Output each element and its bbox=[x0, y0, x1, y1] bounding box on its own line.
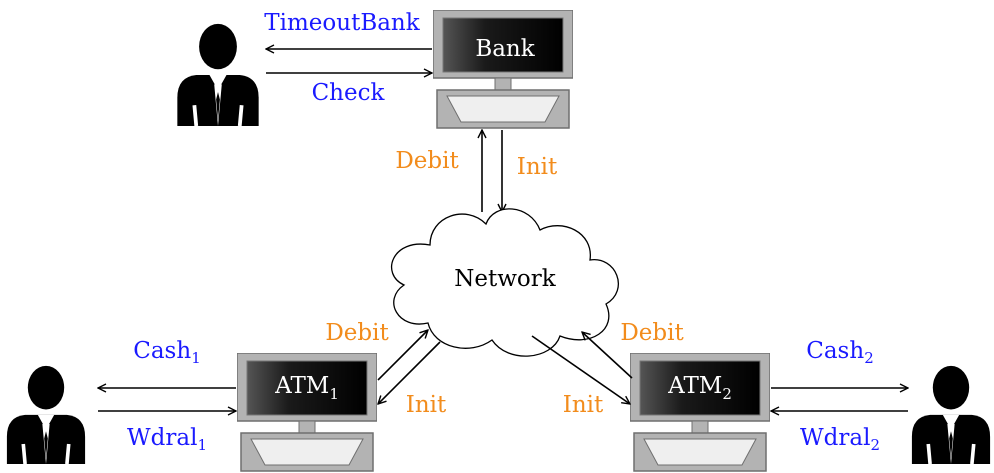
atm1-wdral-label: Wdral1 bbox=[127, 425, 207, 454]
bank-init-label: Init bbox=[517, 154, 558, 180]
bank-debit-label: Debit bbox=[395, 148, 459, 174]
atm1-computer-icon bbox=[237, 353, 377, 472]
atm2-debit-label: Debit bbox=[620, 320, 684, 346]
atm1-user-person-icon bbox=[5, 364, 87, 464]
atm1-debit-arrow bbox=[377, 330, 428, 381]
atm1-init-label: Init bbox=[406, 392, 447, 418]
atm2-init-arrow bbox=[531, 335, 630, 404]
atm2-label: ATM2 bbox=[667, 373, 732, 403]
atm1-label: ATM1 bbox=[274, 373, 339, 403]
atm2-user-person-icon bbox=[910, 364, 992, 464]
atm2-cash-label: Cash2 bbox=[806, 338, 873, 367]
atm2-computer-icon bbox=[630, 353, 770, 472]
bank-label: Bank bbox=[475, 36, 535, 62]
atm1-init-arrow bbox=[378, 341, 441, 404]
check-label: Check bbox=[312, 80, 386, 106]
bank-computer-icon: Bank bbox=[433, 10, 573, 129]
timeoutbank-label: TimeoutBank bbox=[264, 10, 420, 36]
network-cloud-icon: Network bbox=[390, 208, 619, 357]
bank-user-person-icon bbox=[175, 22, 261, 126]
atm2-debit-arrow bbox=[582, 332, 633, 379]
atm2-init-label: Init bbox=[563, 392, 604, 418]
atm1-debit-label: Debit bbox=[325, 320, 389, 346]
atm2-wdral-label: Wdral2 bbox=[800, 425, 880, 454]
atm1-cash-label: Cash1 bbox=[133, 338, 200, 367]
network-label: Network bbox=[454, 266, 557, 292]
